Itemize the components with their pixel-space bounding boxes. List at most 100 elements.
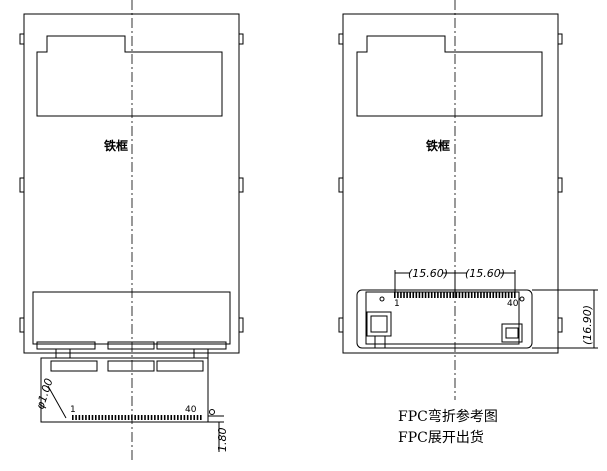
left-frame-outline	[23, 13, 240, 354]
left-pin-first: 1	[70, 405, 76, 415]
left-frame-tab	[19, 317, 25, 333]
fpc-pin	[474, 292, 476, 298]
fpc-pin	[449, 292, 451, 298]
fpc-pin	[458, 292, 461, 298]
right-connector-right-inner	[505, 327, 519, 339]
left-frame-tab	[19, 177, 25, 193]
left-window	[36, 35, 223, 117]
fpc-pin	[85, 415, 87, 420]
fpc-pin	[467, 292, 470, 298]
fpc-pin	[464, 292, 467, 298]
fpc-pin	[486, 292, 488, 298]
left-dim-thickness: 1.80	[216, 428, 229, 453]
fpc-pin	[157, 415, 159, 420]
fpc-pin	[421, 292, 424, 298]
right-frame-tab	[338, 317, 344, 333]
fpc-pin	[200, 415, 202, 420]
fpc-pin	[144, 415, 146, 420]
right-dim-left: (15.60)	[408, 267, 448, 280]
right-pin-first: 1	[394, 299, 400, 309]
right-frame-tab	[557, 317, 563, 333]
fpc-pin	[94, 415, 97, 420]
fpc-pin	[507, 292, 510, 298]
left-fpc-hole	[209, 409, 215, 415]
right-pin-last: 40	[507, 299, 519, 309]
left-pin-row	[72, 415, 202, 420]
fpc-pin	[455, 292, 458, 298]
fpc-pin	[400, 292, 402, 298]
right-frame-outline	[342, 13, 559, 354]
fpc-pin	[183, 415, 186, 420]
right-frame-tab	[557, 177, 563, 193]
fpc-pin	[480, 292, 482, 298]
left-frame-tab	[238, 177, 244, 193]
right-pin-row	[394, 292, 516, 298]
fpc-pin	[75, 415, 77, 420]
left-pin-last: 40	[185, 405, 197, 415]
fpc-pin	[403, 292, 405, 298]
right-dim-height: (16.90)	[581, 305, 594, 345]
fpc-pin	[170, 415, 173, 420]
left-fpc-slot	[50, 360, 98, 372]
right-fpc-hole	[519, 296, 525, 302]
fpc-pin	[514, 292, 516, 298]
fpc-pin	[196, 415, 199, 420]
right-connector-left	[366, 311, 392, 337]
right-frame-tab	[338, 33, 344, 45]
fpc-pin	[124, 415, 127, 420]
fpc-pin	[121, 415, 123, 420]
fpc-pin	[501, 292, 504, 298]
fpc-pin	[483, 292, 485, 298]
right-window	[356, 35, 543, 117]
fpc-pin	[140, 415, 143, 420]
caption-unfold: FPC展开出货	[398, 429, 484, 446]
fpc-pin	[394, 292, 396, 298]
fpc-pin	[101, 415, 104, 420]
fpc-pin	[406, 292, 408, 298]
fpc-pin	[443, 292, 445, 298]
fpc-pin	[78, 415, 81, 420]
fpc-pin	[98, 415, 100, 420]
left-frame-tab	[238, 33, 244, 45]
left-frame-tab	[19, 33, 25, 45]
fpc-pin	[418, 292, 421, 298]
left-fpc-slot	[156, 360, 204, 372]
right-dim-right: (15.60)	[465, 267, 505, 280]
fpc-pin	[437, 292, 439, 298]
fpc-pin	[492, 292, 495, 298]
fpc-pin	[104, 415, 107, 420]
fpc-pin	[504, 292, 507, 298]
left-frame-label: 铁框	[104, 138, 128, 153]
fpc-pin	[430, 292, 433, 298]
fpc-pin	[91, 415, 94, 420]
fpc-pin	[193, 415, 196, 420]
fpc-pin	[427, 292, 430, 298]
left-frame-tab	[238, 317, 244, 333]
fpc-pin	[180, 415, 182, 420]
fpc-pin	[147, 415, 150, 420]
right-connector-right	[501, 323, 523, 343]
fpc-pin	[186, 415, 189, 420]
fpc-pin	[167, 415, 169, 420]
fpc-pin	[452, 292, 455, 298]
fpc-pin	[137, 415, 140, 420]
right-fpc-inner	[365, 291, 520, 345]
right-fpc-hole	[379, 296, 385, 302]
fpc-pin	[72, 415, 74, 420]
fpc-pin	[177, 415, 179, 420]
left-bottom-tab	[107, 341, 155, 350]
fpc-pin	[134, 415, 136, 420]
fpc-pin	[150, 415, 153, 420]
fpc-pin	[160, 415, 163, 420]
left-bottom-tab	[36, 341, 96, 350]
fpc-pin	[127, 415, 130, 420]
fpc-pin	[495, 292, 498, 298]
fpc-pin	[415, 292, 418, 298]
fpc-pin	[409, 292, 411, 298]
fpc-pin	[434, 292, 436, 298]
fpc-pin	[489, 292, 491, 298]
left-pitch-leader	[47, 385, 67, 419]
right-connector-left-inner	[370, 315, 388, 333]
caption-fold: FPC弯折参考图	[398, 408, 498, 425]
